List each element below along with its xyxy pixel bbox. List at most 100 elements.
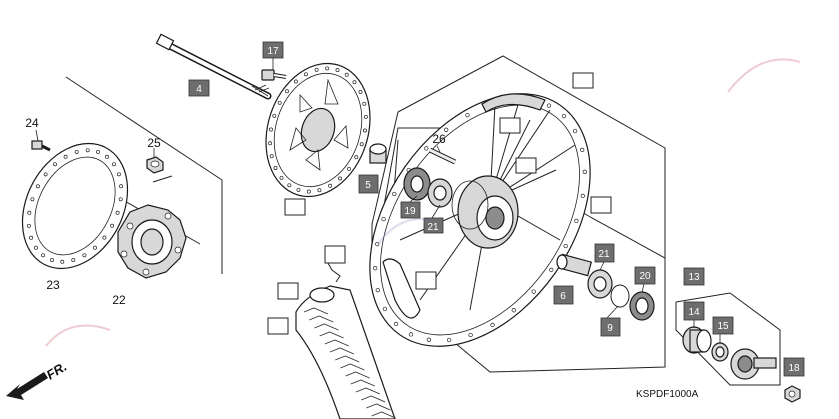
rim-spoke-hole [446, 337, 452, 343]
disc-vent-hole [347, 166, 351, 171]
rim-spoke-hole [572, 128, 578, 134]
callout-21-right: 21 [594, 243, 615, 263]
disc-vent-hole [359, 142, 364, 147]
disc-vent-hole [363, 114, 368, 119]
ref-box-hub [590, 196, 612, 214]
disc-vent-hole [30, 197, 35, 202]
rim-spoke-hole [549, 267, 554, 273]
callout-19: 19 [400, 201, 421, 219]
tire-tread-mark [319, 331, 344, 339]
disc-vent-hole [105, 154, 109, 159]
disc-vent-hole [102, 235, 107, 240]
tire-tread-mark [361, 395, 386, 403]
disc-vent-hole [358, 90, 363, 94]
rim-spoke-hole [426, 337, 432, 342]
rim-spoke-hole [546, 103, 552, 108]
disc-vent-hole [60, 259, 65, 264]
svg-text:6: 6 [560, 291, 566, 302]
tire-tread-mark [340, 363, 365, 371]
disc-vent-hole [287, 183, 292, 188]
disc-vent-hole [74, 149, 79, 154]
callout-6: 6 [553, 285, 574, 305]
disc-bolt-17 [261, 69, 287, 81]
disc-vent-hole [328, 183, 333, 188]
circlip-9 [610, 284, 630, 308]
svg-text:18: 18 [788, 363, 800, 374]
rim-spoke-hole [424, 146, 429, 151]
nut-25 [146, 156, 164, 174]
bearing-21-right [587, 269, 613, 299]
disc-bolt-24 [31, 140, 51, 152]
callout-22: 22 [112, 293, 126, 307]
disc-vent-hole [118, 197, 123, 202]
ref-box-tube [277, 282, 299, 300]
rim-spoke-hole [531, 289, 536, 294]
rim-spoke-hole [373, 266, 378, 271]
disc-vent-hole [362, 101, 367, 106]
callout-23: 23 [46, 278, 60, 292]
brake-disc-upper [265, 62, 371, 198]
disc-vent-hole [354, 155, 359, 160]
callout-4: 4 [188, 79, 210, 97]
callout-21-left: 21 [423, 217, 444, 234]
rim-spoke-hole [393, 321, 399, 327]
disc-vent-hole [269, 127, 273, 132]
svg-text:20: 20 [639, 271, 651, 282]
callout-24: 24 [25, 116, 39, 130]
tire-tread-mark [309, 315, 334, 323]
ref-box-rimstrip [415, 271, 437, 290]
oil-seal-20 [629, 291, 655, 321]
callout-17: 17 [262, 41, 284, 59]
svg-text:4: 4 [196, 84, 202, 95]
callout-26: 26 [432, 132, 446, 146]
watermark-logo [45, 58, 801, 347]
tire-tread-mark [314, 323, 339, 331]
rim-spoke-hole [465, 112, 470, 118]
brake-disc-lower [21, 142, 129, 270]
wheel-rim [369, 93, 591, 347]
tire-tread-mark [303, 307, 329, 315]
washer-15 [711, 342, 729, 362]
disc-vent-hole [335, 68, 340, 73]
disc-vent-hole [352, 80, 357, 85]
rim-spoke-hole [582, 169, 587, 174]
disc-vent-hole [82, 253, 87, 258]
disc-vent-hole [35, 184, 40, 189]
disc-vent-hole [43, 172, 48, 177]
front-direction-arrow: FR. [6, 359, 69, 400]
ref-box-valve [324, 245, 346, 264]
disc-vent-hole [363, 128, 367, 133]
callout-5: 5 [358, 174, 379, 194]
svg-text:13: 13 [688, 272, 700, 283]
bearing-19 [403, 167, 431, 201]
callout-25: 25 [147, 136, 161, 150]
ref-box-wheel [572, 72, 594, 89]
ref-box-spoke [515, 157, 537, 174]
reference-boxes [267, 72, 612, 335]
disc-vent-hole [273, 166, 278, 170]
tire-tread-mark [371, 411, 396, 419]
rim-band-upper [481, 93, 546, 113]
disc-vent-hole [325, 66, 330, 71]
tire-tread-mark [335, 355, 360, 363]
rim-spoke-hole [392, 191, 397, 197]
callout-14: 14 [683, 301, 705, 321]
rim-spoke-hole [580, 193, 585, 199]
tire-tread-mark [366, 403, 391, 411]
axle [155, 33, 272, 100]
disc-vent-hole [53, 162, 57, 167]
disc-vent-hole [279, 175, 284, 180]
svg-text:19: 19 [404, 206, 416, 217]
rim-spoke-hole [444, 127, 449, 132]
rim-spoke-hole [382, 306, 388, 312]
callout-15: 15 [712, 316, 734, 335]
ref-box-tire [267, 317, 289, 335]
front-direction-label: FR. [44, 359, 70, 383]
disc-vent-hole [296, 187, 301, 192]
disc-vent-hole [116, 172, 121, 177]
rim-spoke-hole [490, 322, 495, 328]
disc-vent-hole [293, 79, 298, 84]
disc-vent-hole [285, 89, 289, 94]
disc-vent-hole [119, 184, 124, 189]
